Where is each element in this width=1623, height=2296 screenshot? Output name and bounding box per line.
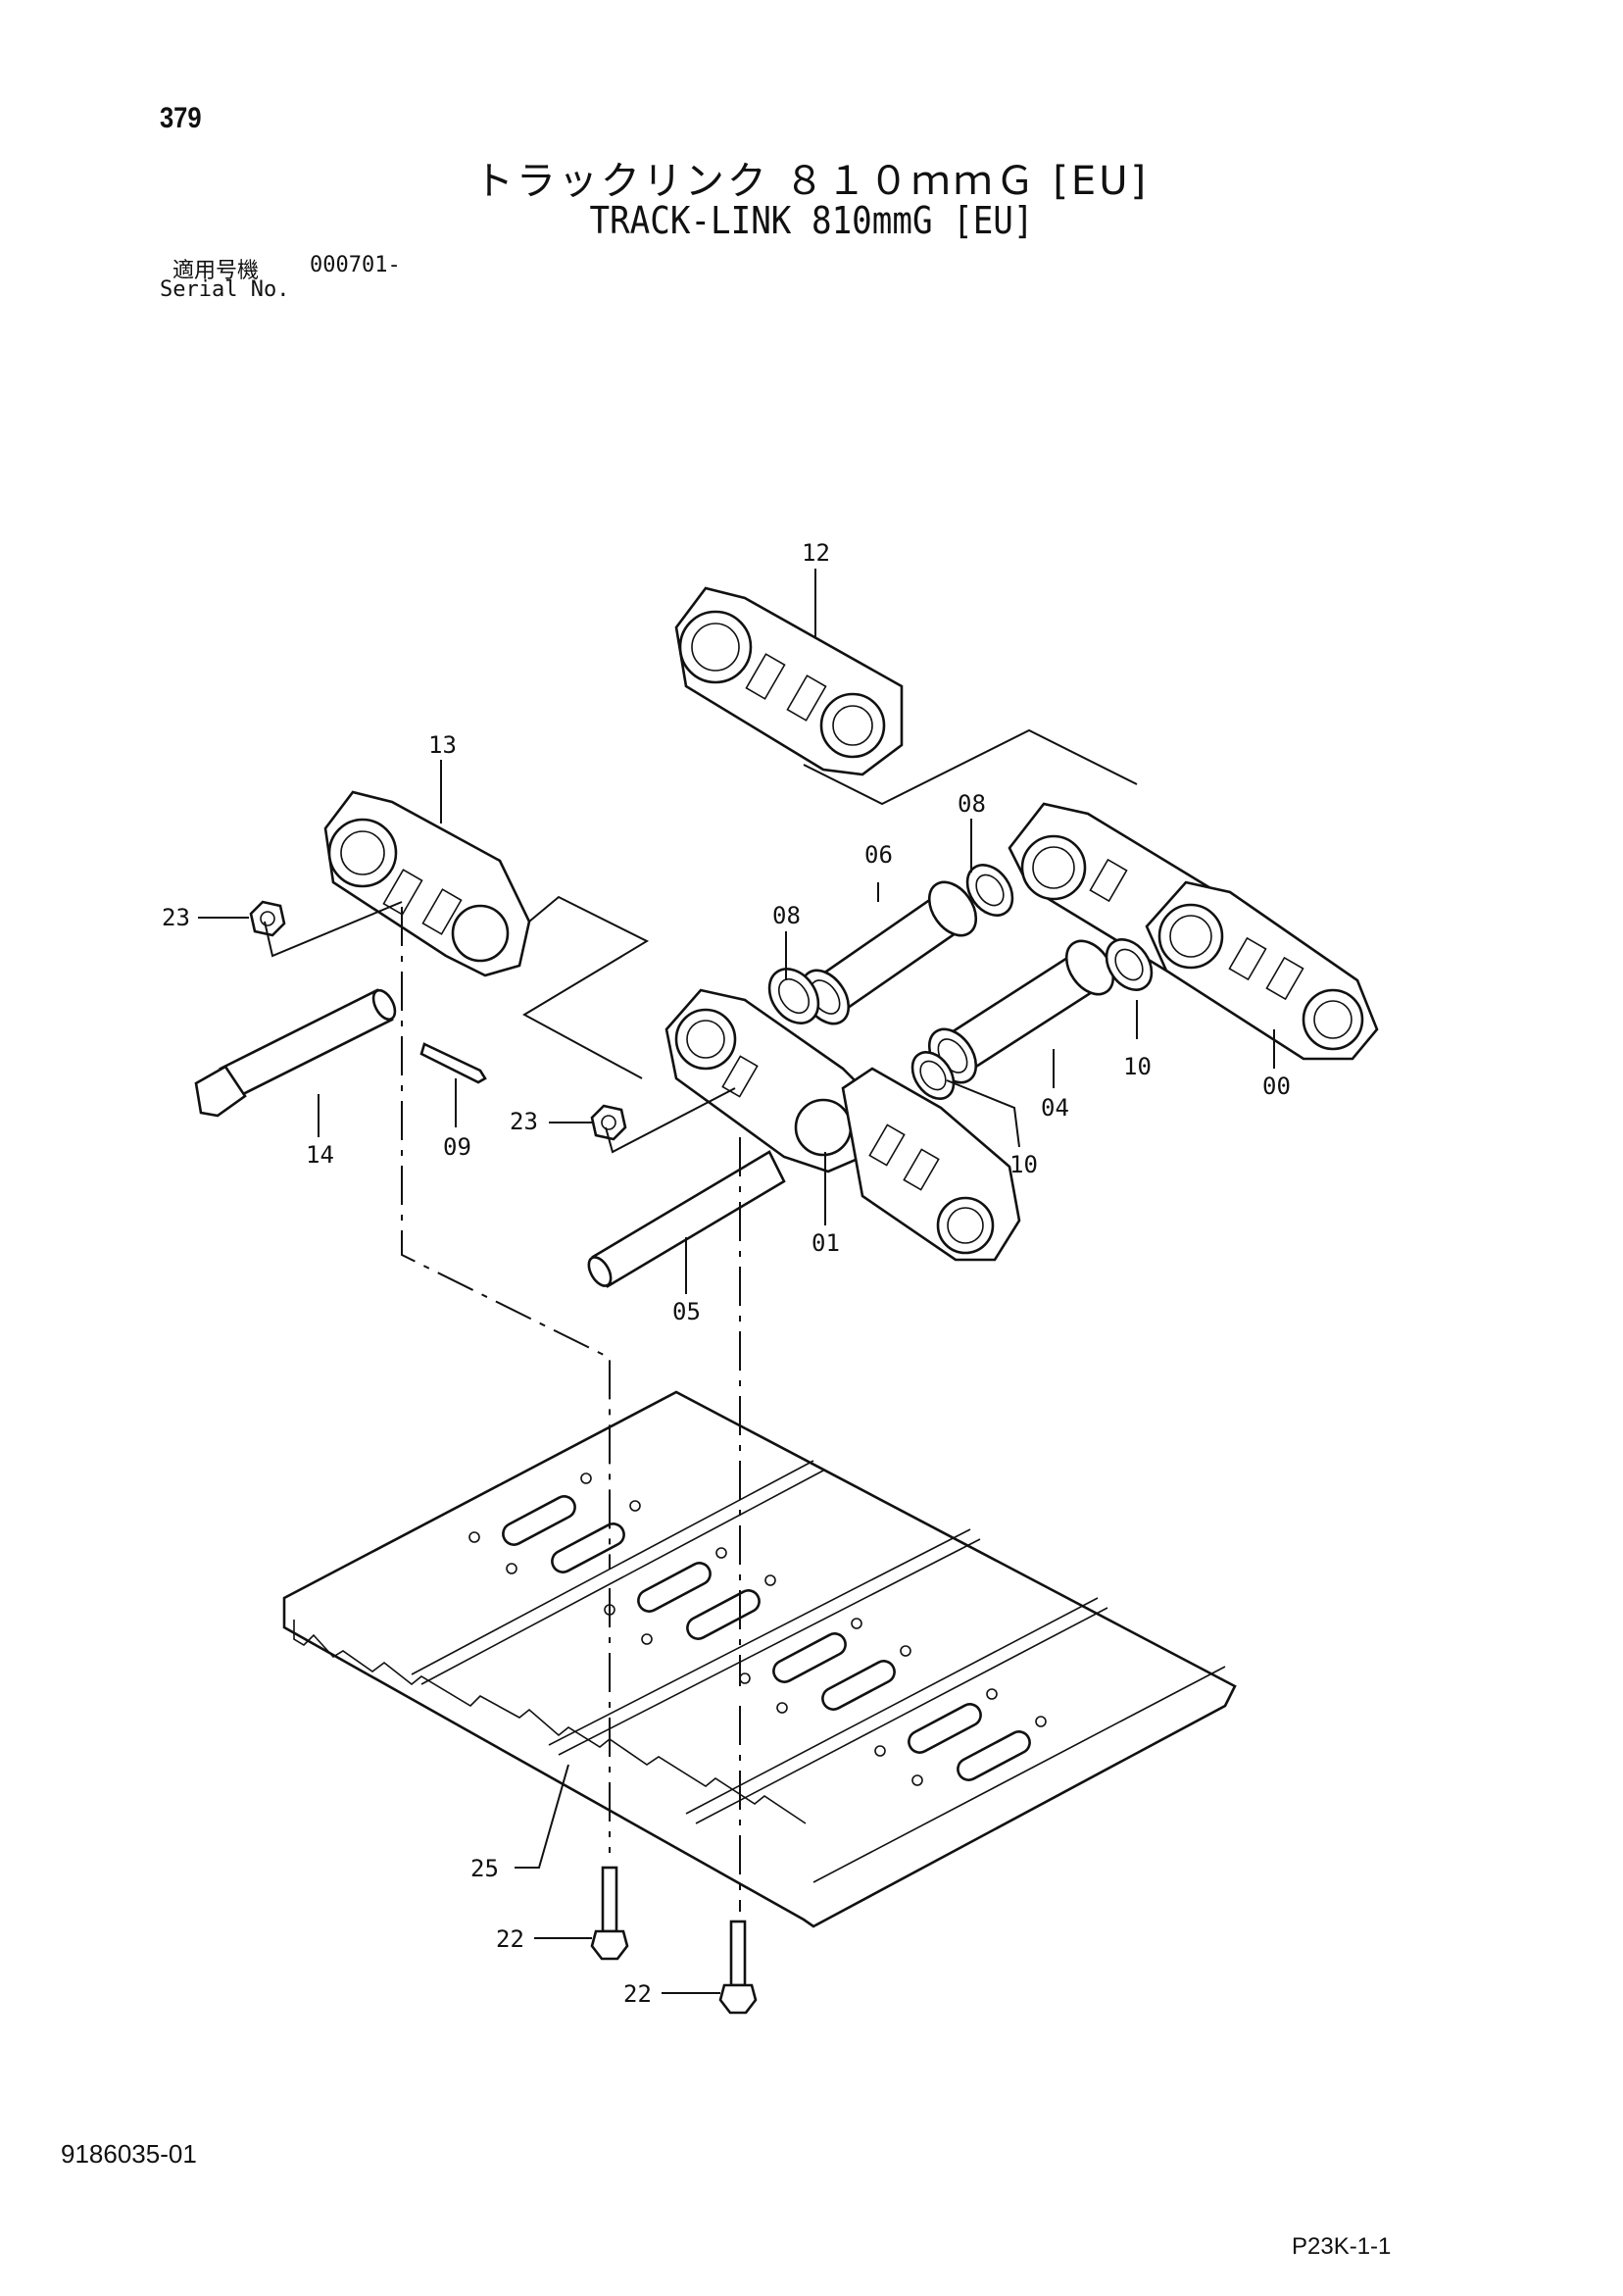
track-link-01 <box>664 988 1021 1262</box>
bolt-22-left <box>590 1866 629 1961</box>
callout-01: 01 <box>812 1229 840 1257</box>
page-title-japanese: トラックリンク ８１０ｍｍＧ [EU] <box>473 159 1150 204</box>
callout-23-upper: 23 <box>162 904 190 931</box>
track-link-12 <box>674 586 904 776</box>
split-pin-09 <box>419 1042 487 1084</box>
callout-06: 06 <box>864 841 893 869</box>
callout-22-right: 22 <box>623 1980 652 2008</box>
callout-10-left: 10 <box>1009 1151 1038 1178</box>
track-pin-05 <box>587 1150 786 1288</box>
callout-25: 25 <box>470 1855 499 1882</box>
track-shoe-assembly <box>282 1390 1237 1928</box>
master-pin-14 <box>194 988 397 1118</box>
serial-value: 000701- <box>310 253 401 277</box>
seal-08-left <box>767 968 820 1024</box>
document-number: 9186035-01 <box>61 2139 197 2169</box>
callout-00: 00 <box>1262 1073 1291 1100</box>
callout-04: 04 <box>1041 1094 1069 1122</box>
track-link-13 <box>323 790 531 977</box>
bushing-06 <box>800 880 978 1025</box>
page-number: 379 <box>160 102 202 134</box>
callout-14: 14 <box>306 1141 334 1169</box>
nut-23-upper <box>249 900 286 937</box>
assembly-outlines <box>264 728 1138 1154</box>
page-title-english: TRACK-LINK 810mmG [EU] <box>589 199 1034 242</box>
seal-10-left <box>910 1051 956 1100</box>
leader-lines <box>198 569 1275 1994</box>
callout-23-lower: 23 <box>510 1108 538 1135</box>
nut-23-lower <box>590 1104 627 1141</box>
serial-label-japanese: 適用号機 <box>172 259 260 283</box>
seal-10-right <box>1105 938 1154 991</box>
page-code: P23K-1-1 <box>1292 2233 1392 2260</box>
callout-12: 12 <box>802 539 830 567</box>
callout-08-left: 08 <box>772 902 801 929</box>
callout-08-right: 08 <box>958 790 986 818</box>
callout-22-left: 22 <box>496 1925 524 1953</box>
seal-08-right <box>965 864 1014 917</box>
callout-13: 13 <box>428 731 457 759</box>
callout-10-right: 10 <box>1123 1053 1152 1080</box>
callout-09: 09 <box>443 1133 471 1161</box>
serial-label-english: Serial No. <box>160 277 290 302</box>
assembly-center-lines <box>401 907 741 1912</box>
callout-05: 05 <box>672 1298 701 1325</box>
bolt-22-right <box>718 1920 758 2015</box>
callout-labels: 12 13 08 06 08 23 14 09 10 04 00 23 10 0… <box>162 539 1291 2008</box>
track-link-00 <box>1008 802 1379 1061</box>
